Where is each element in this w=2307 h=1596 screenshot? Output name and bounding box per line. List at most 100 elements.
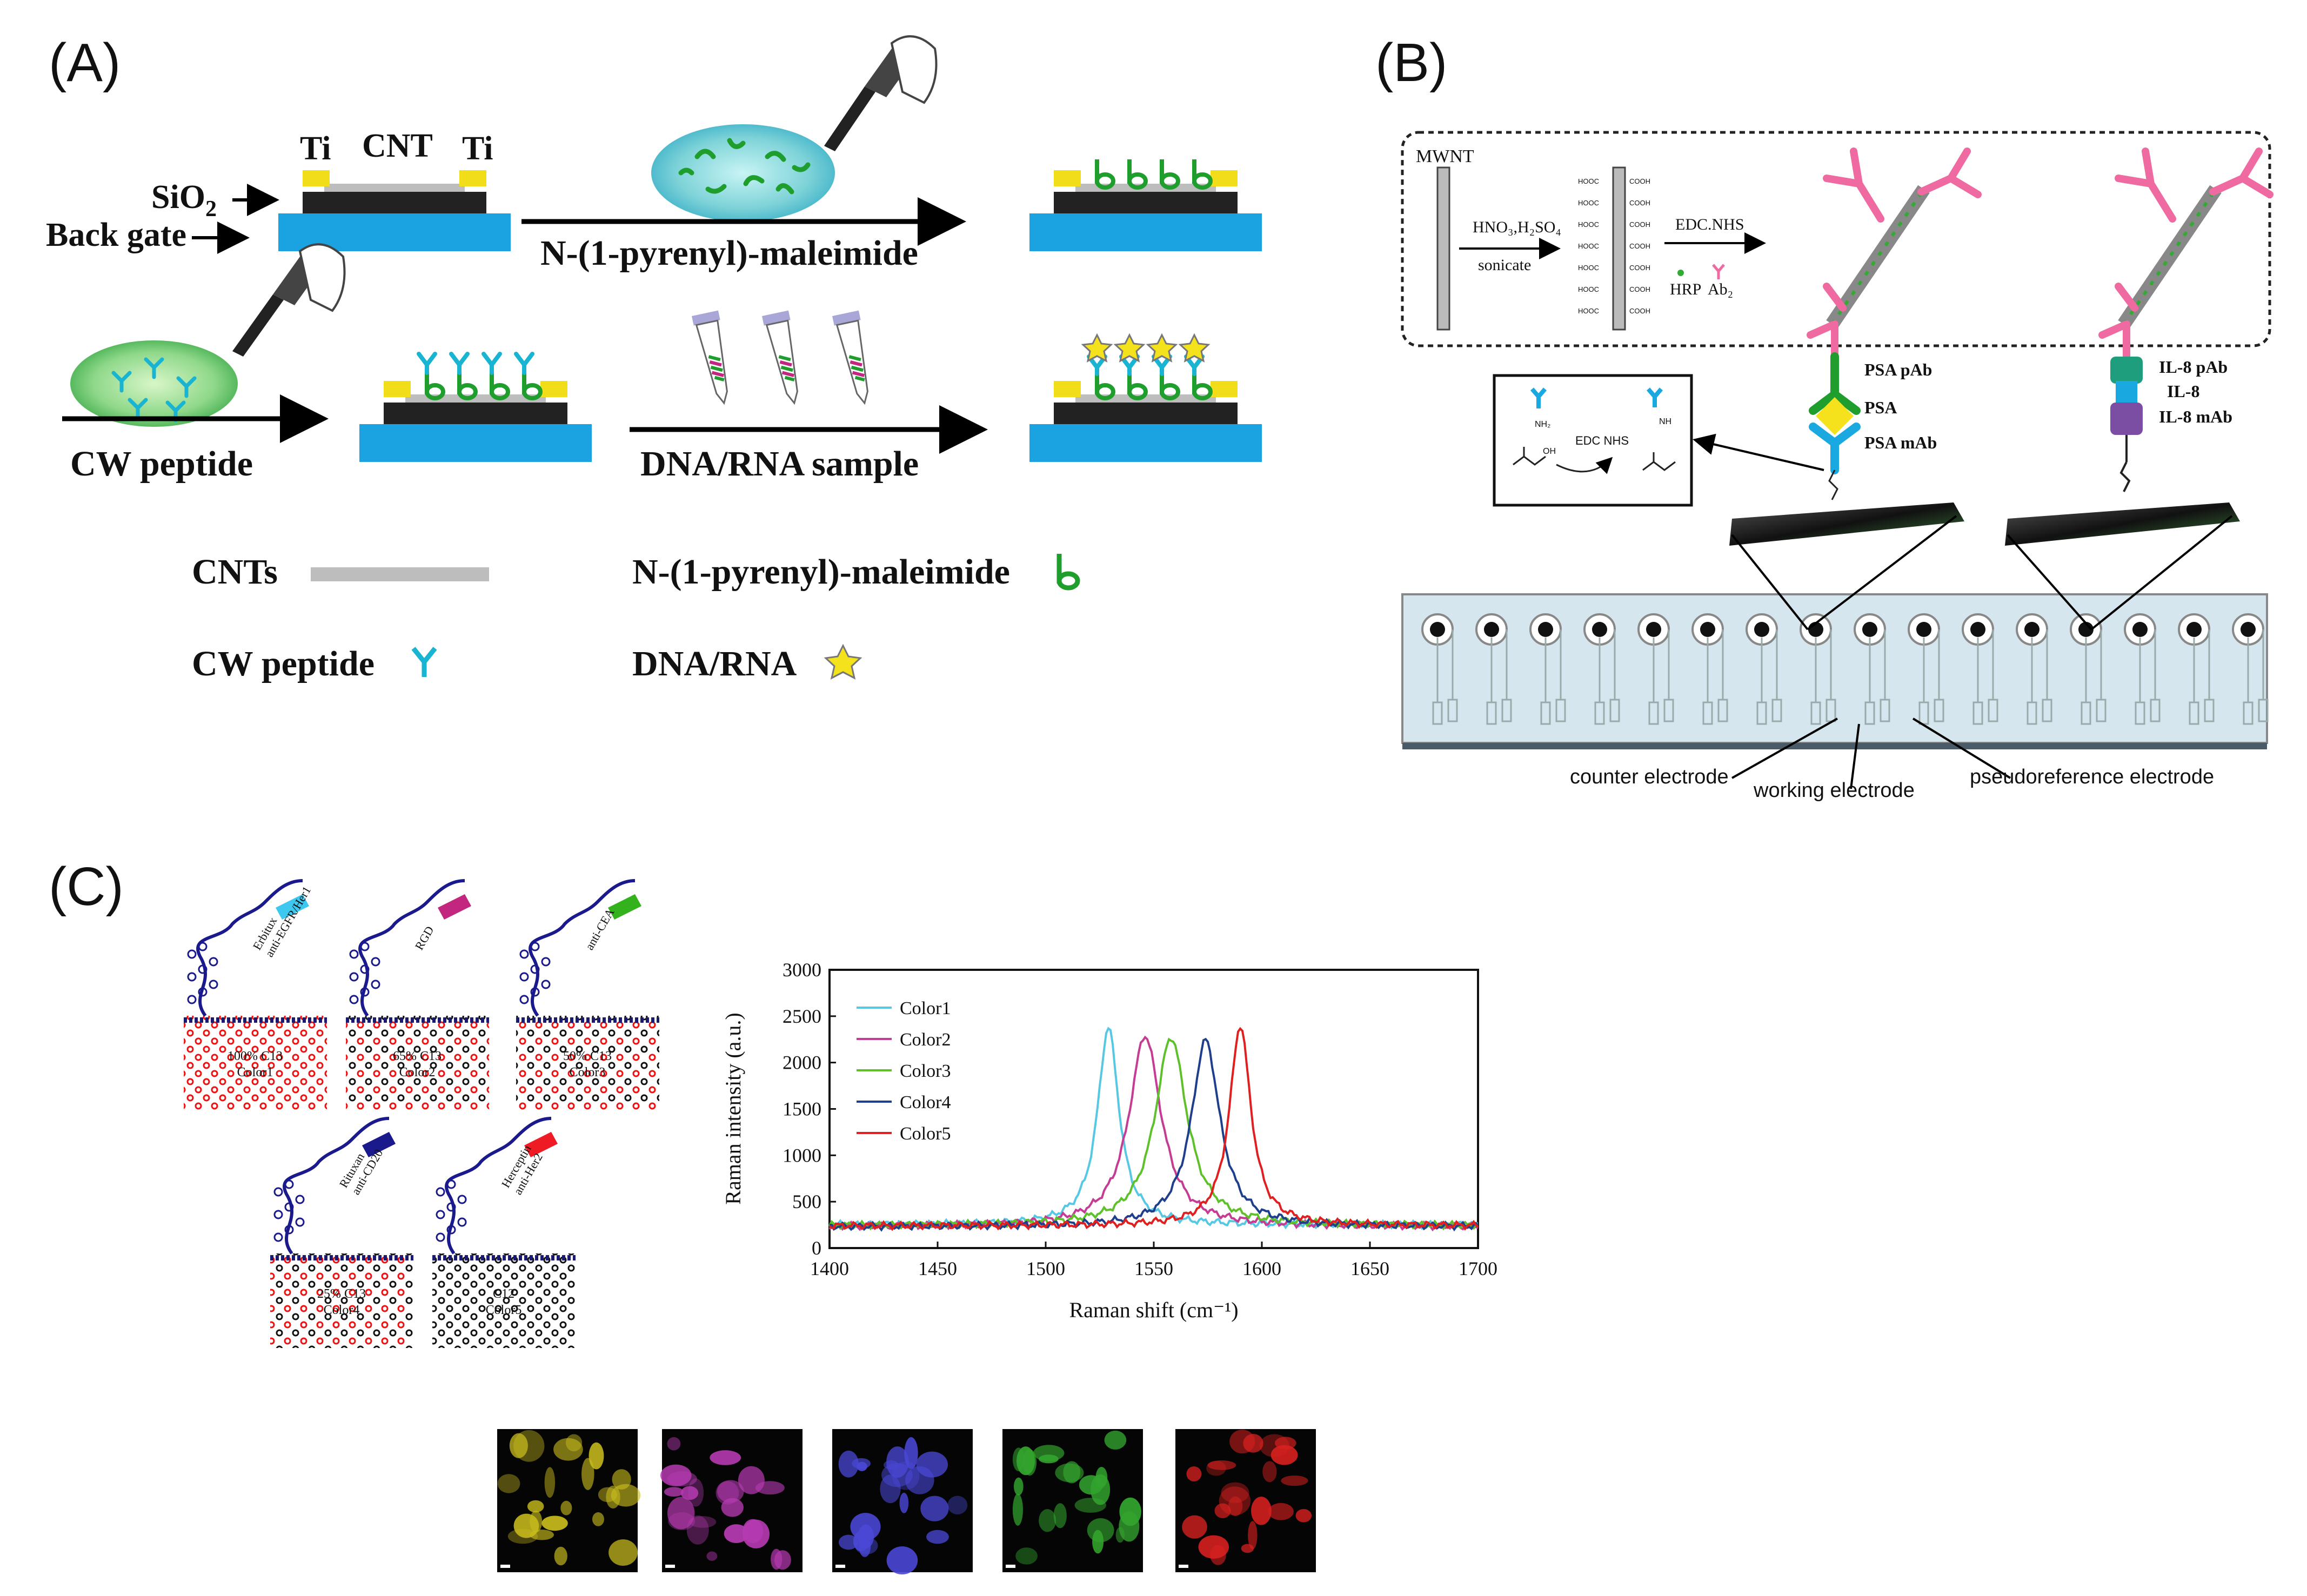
y-tick-label: 2500 [783, 1005, 821, 1027]
hrp-icon [1677, 270, 1684, 276]
legend-entry: Color1 [900, 998, 951, 1018]
device-peptide [359, 352, 592, 462]
x-tick-label: 1600 [1242, 1258, 1281, 1279]
electrode-well [2124, 613, 2161, 725]
electrode-well [1854, 613, 1890, 725]
svg-text:COOH: COOH [1629, 307, 1650, 315]
cw-droplet [70, 340, 238, 427]
ti-contact-right [459, 170, 486, 186]
svg-text:COOH: COOH [1629, 199, 1650, 207]
antibody-label: RGD [412, 924, 437, 953]
psa-label: PSA [1864, 398, 1897, 417]
micrograph-blue [832, 1429, 973, 1575]
electrode-plate [1729, 502, 1964, 546]
electrode-well [1908, 613, 1944, 725]
legend-entry: Color3 [900, 1061, 951, 1081]
legend-entry: Color5 [900, 1124, 951, 1144]
micrograph-yellow [497, 1429, 641, 1572]
electrode-well [1583, 613, 1620, 725]
cnt-legend-swatch [311, 567, 489, 581]
electrode-well [2070, 613, 2107, 725]
inset-edc-label: EDC NHS [1575, 434, 1629, 447]
step3-label: DNA/RNA sample [640, 444, 919, 484]
x-tick-label: 1400 [810, 1258, 849, 1279]
svg-text:HOOC: HOOC [1578, 264, 1599, 272]
electrode-array [1401, 593, 2269, 749]
panel-c-label: (C) [49, 856, 124, 917]
svg-text:HOOC: HOOC [1578, 220, 1599, 229]
color-label: Color3 [570, 1065, 606, 1079]
il8-marker [2116, 381, 2137, 403]
psa-diamond [1816, 397, 1854, 435]
micrograph-magenta [660, 1429, 803, 1572]
star-legend-icon [824, 643, 862, 680]
y-tick-label: 1000 [783, 1144, 821, 1166]
y-tick-label: 500 [792, 1191, 821, 1212]
electrode-well [1746, 613, 1782, 725]
star-icon [1178, 333, 1211, 363]
star-icon [1113, 333, 1146, 363]
micrograph-red [1175, 1429, 1316, 1572]
legend-maleimide: N-(1-pyrenyl)-maleimide [632, 552, 1010, 592]
oxide-layer [303, 192, 486, 213]
star-icon [1081, 333, 1113, 363]
peptide-legend-icon [411, 647, 437, 677]
electrode-well [2016, 613, 2052, 725]
color-label: Color1 [237, 1065, 273, 1079]
svg-text:COOH: COOH [1629, 285, 1650, 293]
electrode-well [2178, 613, 2215, 725]
legend-entry: Color4 [900, 1092, 951, 1112]
x-tick-label: 1650 [1350, 1258, 1389, 1279]
counter-electrode-label: counter electrode [1570, 766, 1729, 788]
y-tick-label: 0 [812, 1237, 821, 1259]
x-tick-label: 1550 [1134, 1258, 1173, 1279]
synthesis-box [1401, 131, 2271, 347]
ti-right-label: Ti [462, 130, 493, 167]
maleimide-legend-icon [1056, 554, 1080, 591]
svg-text:HOOC: HOOC [1578, 242, 1599, 250]
hrp-label: HRP [1670, 280, 1701, 298]
il8-mab-label: IL-8 mAb [2159, 407, 2232, 426]
cnt-label: CNT [362, 128, 433, 164]
maleimide-droplet [651, 124, 835, 222]
back-gate-label: Back gate [46, 217, 186, 253]
legend-cnts: CNTs [192, 552, 278, 592]
x-tick-label: 1450 [918, 1258, 957, 1279]
edc-label: EDC.NHS [1675, 216, 1744, 233]
step1-label: N-(1-pyrenyl)-maleimide [540, 233, 918, 273]
device-hybridized [1029, 333, 1262, 462]
edc-inset: NH₂ OH EDC NHS NH [1493, 374, 1693, 507]
x-tick-label: 1700 [1459, 1258, 1497, 1279]
svg-text:HOOC: HOOC [1578, 199, 1599, 207]
star-icon [1146, 333, 1178, 363]
pipette-icon [232, 243, 346, 357]
ab2-label: Ab₂ [1708, 280, 1733, 298]
antibody-label: anti-CEA [583, 906, 617, 953]
y-tick-label: 3000 [783, 959, 821, 981]
inset-oh-label: OH [1543, 447, 1556, 456]
svg-text:COOH: COOH [1629, 177, 1650, 185]
c13-percent: C12 [493, 1287, 514, 1301]
electrode-well [1637, 613, 1674, 725]
c13-percent: 100% C13 [228, 1049, 283, 1063]
panel-a-label: (A) [49, 32, 121, 93]
svg-text:COOH: COOH [1629, 242, 1650, 250]
sample-tubes [692, 310, 868, 405]
il8-pab-label: IL-8 pAb [2159, 357, 2228, 377]
cnt-channel [324, 184, 465, 192]
mwnt-label: MWNT [1416, 146, 1474, 166]
c13-percent: 25% C13 [317, 1287, 366, 1301]
droplet [70, 340, 238, 427]
sio2-label: SiO2 [151, 179, 217, 222]
ab2-icon [1712, 264, 1725, 279]
psa-mab-label: PSA mAb [1864, 433, 1937, 452]
series-line-color5 [828, 1027, 1479, 1231]
micrograph-green [1002, 1429, 1143, 1572]
electrode-well [1691, 613, 1728, 725]
panel-b-label: (B) [1375, 32, 1447, 93]
c13-percent: 50% C13 [563, 1049, 612, 1063]
ti-contact-left [303, 170, 330, 186]
